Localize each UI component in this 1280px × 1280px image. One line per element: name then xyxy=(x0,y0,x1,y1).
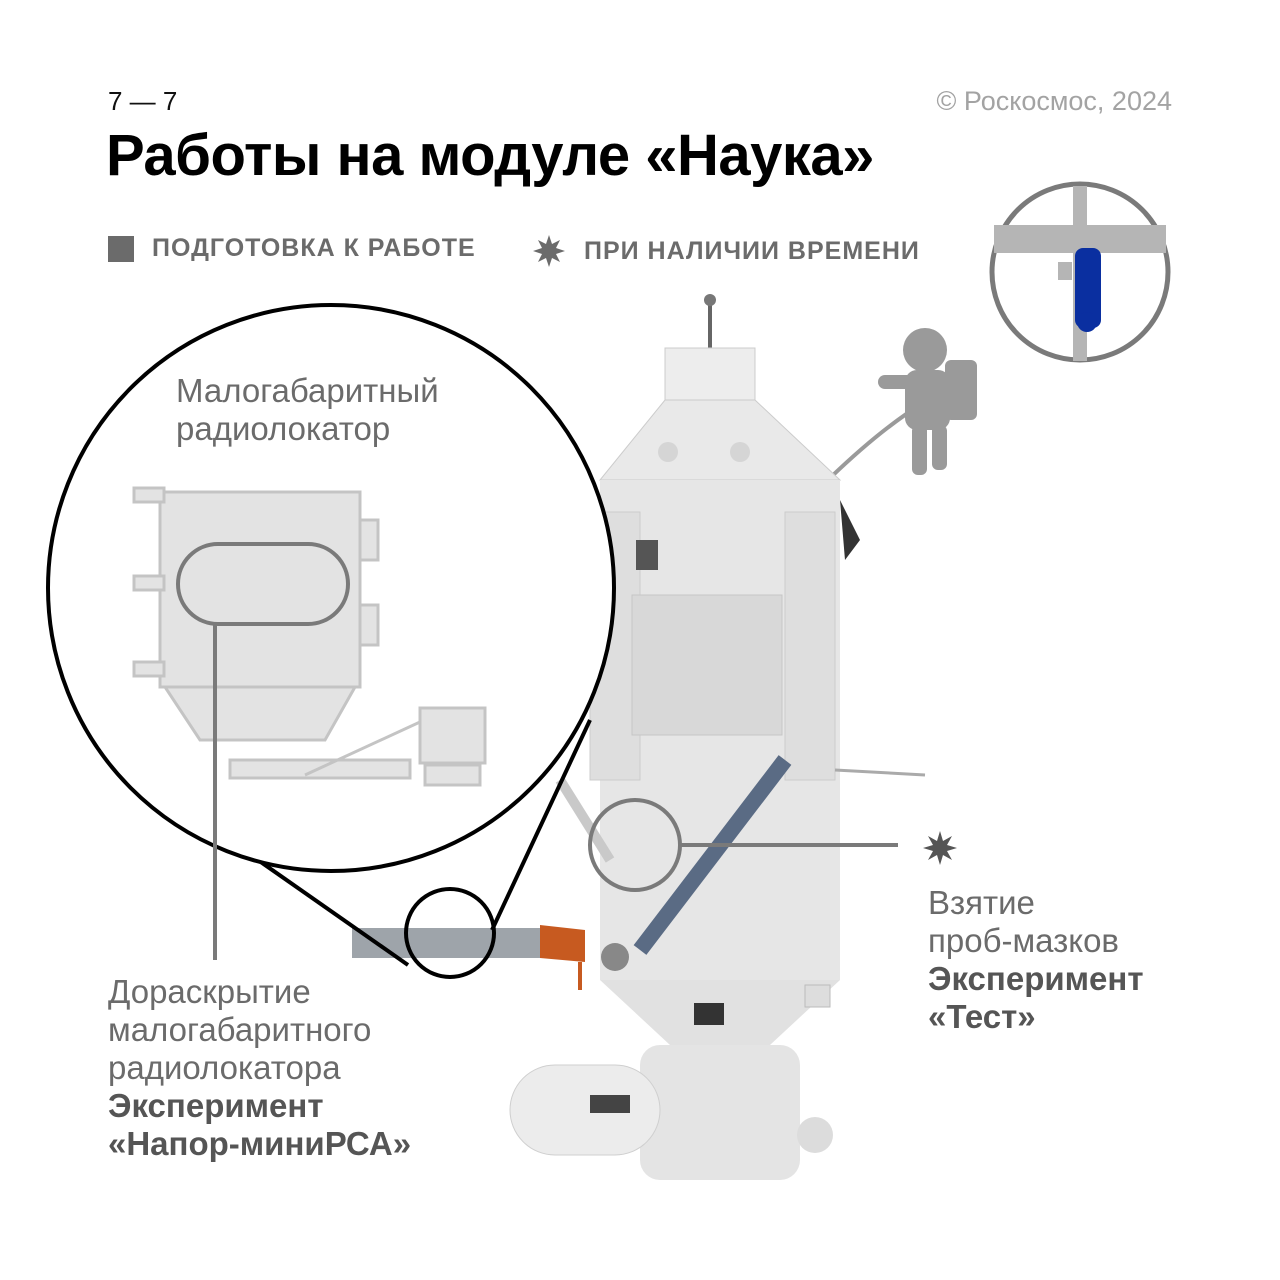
slide-counter: 7 — 7 xyxy=(108,86,178,116)
square-icon xyxy=(108,235,134,262)
legend-label: ПРИ НАЛИЧИИ ВРЕМЕНИ xyxy=(584,236,920,265)
experiment-label: Эксперимент xyxy=(928,960,1144,997)
radar-drawing xyxy=(132,486,487,787)
callout-line: Дораскрытие xyxy=(108,973,311,1010)
callout-line: малогабаритного xyxy=(108,1011,372,1048)
radar-highlight xyxy=(176,542,350,626)
callout-radar-deploy: Дораскрытие малогабаритного радиолокатор… xyxy=(108,973,411,1163)
radar-title: Малогабаритный радиолокатор xyxy=(176,372,439,448)
legend-item-if-time: ПРИ НАЛИЧИИ ВРЕМЕНИ xyxy=(532,234,920,268)
copyright: © Роскосмос, 2024 xyxy=(936,86,1172,116)
magnifier-connector xyxy=(490,719,592,931)
callout-line: радиолокатора xyxy=(108,1049,341,1086)
callout-sampling: Взятие проб-мазков Эксперимент «Тест» xyxy=(928,884,1144,1036)
radar-title-line: Малогабаритный xyxy=(176,372,439,409)
legend-label: ПОДГОТОВКА К РАБОТЕ xyxy=(152,234,476,262)
callout-line: проб-мазков xyxy=(928,922,1119,959)
radar-zoom-marker xyxy=(404,887,496,979)
radar-title-line: радиолокатор xyxy=(176,410,391,447)
experiment-name: «Напор-миниРСА» xyxy=(108,1125,412,1162)
page-title: Работы на модуле «Наука» xyxy=(106,123,874,188)
star-burst-icon xyxy=(533,235,565,267)
iss-location-map xyxy=(989,181,1171,363)
experiment-label: Эксперимент xyxy=(108,1087,324,1124)
star-burst-icon xyxy=(923,831,957,865)
callout-line: Взятие xyxy=(928,884,1035,921)
legend-item-preparation: ПОДГОТОВКА К РАБОТЕ xyxy=(108,234,476,263)
experiment-name: «Тест» xyxy=(928,998,1036,1035)
astronaut-icon xyxy=(878,328,977,475)
